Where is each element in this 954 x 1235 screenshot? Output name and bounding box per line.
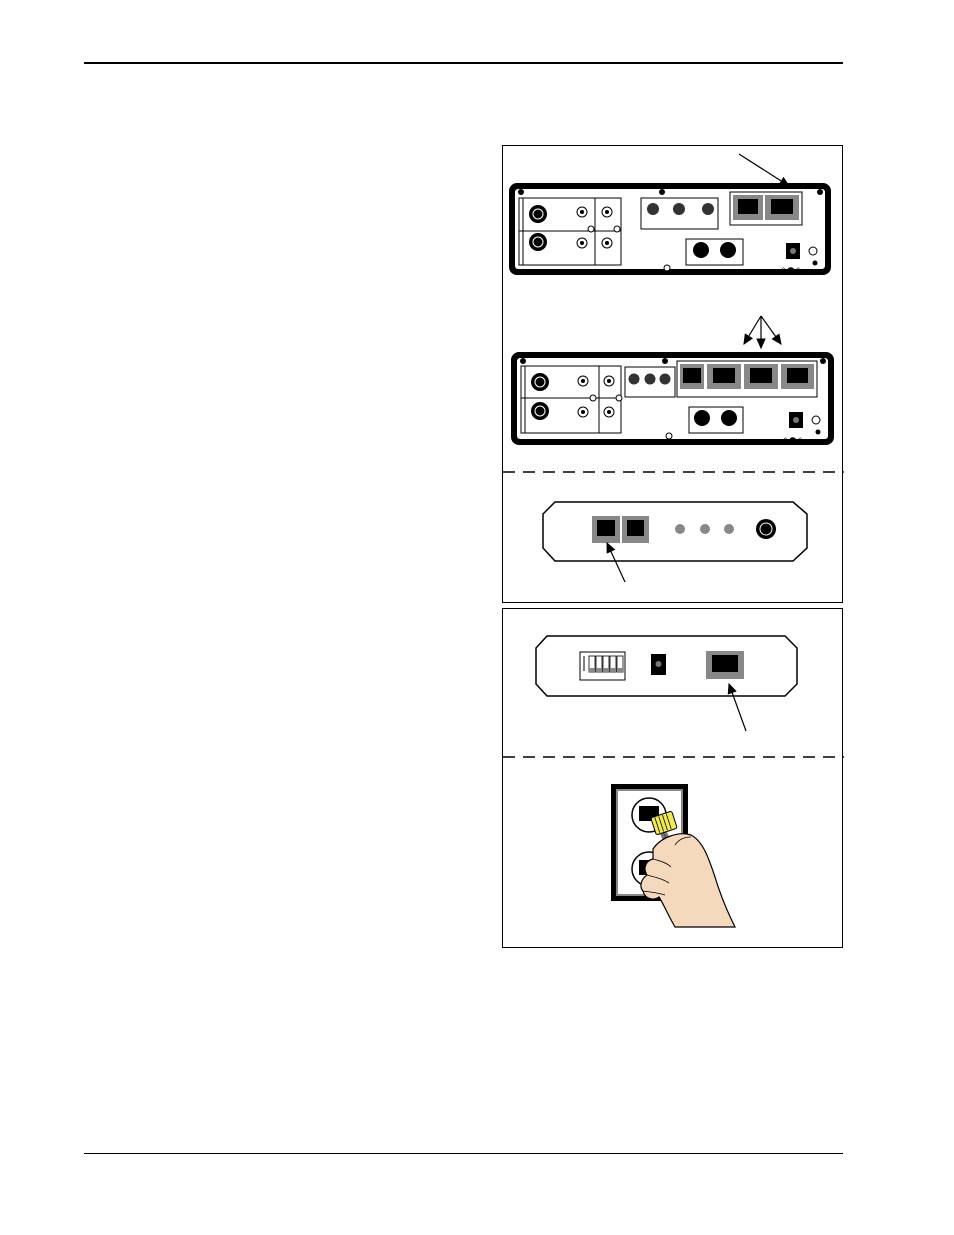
- callout-arrow-port: [744, 316, 761, 344]
- svideo-jack-icon: [529, 233, 547, 251]
- footer-rule: [84, 1153, 843, 1154]
- phone-jack-icon: [597, 520, 615, 536]
- svideo-jack-icon: [531, 402, 549, 420]
- phone-jack-icon: [683, 368, 701, 383]
- module-side-view: [543, 502, 807, 582]
- din-jack-icon: [756, 519, 776, 539]
- callout-arrow-line-ports: [739, 154, 789, 186]
- phone-jack-icon: [713, 368, 735, 383]
- figure-panel-wall-connection: [502, 608, 843, 948]
- svg-text:◇●◇: ◇●◇: [782, 436, 804, 446]
- callout-arrow-port: [761, 316, 781, 344]
- header-rule: [84, 62, 843, 64]
- svideo-jack-icon: [531, 373, 549, 391]
- phone-jack-icon: [787, 368, 808, 383]
- phone-jack-icon: [627, 520, 644, 536]
- phone-jack-icon: [771, 199, 793, 214]
- wall-connection-illustrations: [503, 609, 844, 949]
- svideo-jack-icon: [529, 205, 547, 223]
- back-panel-illustrations: ◇●◇: [503, 146, 844, 604]
- hand-icon: [641, 834, 735, 927]
- svg-text:◇●◇: ◇●◇: [780, 266, 802, 276]
- phone-jack-icon: [712, 655, 738, 672]
- unit-four-port: ◇●◇: [511, 316, 834, 446]
- phone-jack-icon: [738, 199, 758, 214]
- adapter-module: [536, 636, 797, 731]
- figure-panel-back-panels: ◇●◇: [502, 145, 843, 603]
- phone-jack-icon: [750, 368, 772, 383]
- wall-jack-with-hand: [611, 784, 735, 927]
- unit-two-port: ◇●◇: [509, 154, 831, 276]
